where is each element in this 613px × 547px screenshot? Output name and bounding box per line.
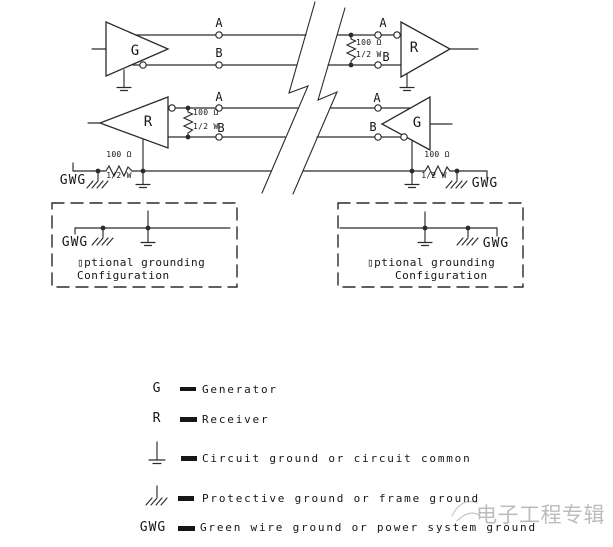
line-b-label: B xyxy=(369,120,377,134)
terminal-circles xyxy=(139,31,408,141)
line-a-label: A xyxy=(215,90,223,104)
resistor-wattage: 1/2 W xyxy=(421,171,447,180)
line-a-label: A xyxy=(373,91,381,105)
resistor-wattage: 1/2 W xyxy=(356,50,382,59)
resistor-value: 100 Ω xyxy=(424,150,450,159)
legend-label-receiver: Receiver xyxy=(202,413,270,426)
gwg-resistor-right xyxy=(424,164,451,178)
inverting-bubble xyxy=(393,31,401,39)
optional-grounding-caption-line2: Configuration xyxy=(77,269,170,282)
junction-dots xyxy=(95,32,471,231)
circuit-ground-icon xyxy=(148,441,166,465)
protective-ground-icon xyxy=(145,485,168,506)
line-b-label: B xyxy=(215,46,223,60)
gwg-label: GWG xyxy=(59,173,87,188)
receiver-symbol-top-right xyxy=(400,20,479,88)
inverting-bubble xyxy=(168,104,176,112)
cable-break-lines xyxy=(261,1,346,195)
gwg-label: GWG xyxy=(61,235,89,250)
optional-grounding-caption-line1: ▯ptional grounding xyxy=(367,256,496,269)
ground-rails xyxy=(72,162,488,180)
optional-grounding-box-right xyxy=(337,202,524,288)
resistor-wattage: 1/2 W xyxy=(193,122,219,131)
gwg-label: GWG xyxy=(482,236,510,251)
legend-symbol-generator: G xyxy=(152,381,162,396)
watermark-logo-icon xyxy=(451,500,480,522)
optional-grounding-caption-line2: Configuration xyxy=(395,269,488,282)
termination-resistor-right xyxy=(345,34,357,66)
optional-grounding-caption-line1: ▯ptional grounding xyxy=(77,256,206,269)
line-b-label: B xyxy=(217,121,225,135)
receiver-label: R xyxy=(409,40,419,56)
circuit-ground-icon xyxy=(116,86,420,189)
protective-ground-icon xyxy=(86,170,468,189)
resistor-value: 100 Ω xyxy=(356,38,382,47)
legend-symbol-receiver: R xyxy=(152,411,162,426)
line-a-label: A xyxy=(215,16,223,30)
termination-resistor-left xyxy=(182,107,194,138)
resistor-value: 100 Ω xyxy=(106,150,132,159)
inverting-bubble xyxy=(400,133,408,141)
gwg-label: GWG xyxy=(471,176,499,191)
watermark-text: 电子工程专辑 xyxy=(476,503,605,527)
generator-label: G xyxy=(130,43,140,59)
inverting-bubble xyxy=(139,61,147,69)
generator-label: G xyxy=(412,115,422,131)
legend-symbols xyxy=(145,387,197,531)
receiver-label: R xyxy=(143,114,153,130)
gwg-resistor-left xyxy=(105,164,133,178)
line-b-label: B xyxy=(382,50,390,64)
line-a-label: A xyxy=(379,16,387,30)
resistor-wattage: 1/2 W xyxy=(106,171,132,180)
legend-label-circuit-ground: Circuit ground or circuit common xyxy=(202,452,472,465)
resistor-value: 100 Ω xyxy=(193,108,219,117)
legend-symbol-gwg: GWG xyxy=(139,520,167,535)
legend-label-gwg: Green wire ground or power system ground xyxy=(200,521,537,534)
receiver-symbol-left xyxy=(87,96,169,185)
legend-label-protective-ground: Protective ground or frame ground xyxy=(202,492,480,505)
legend-label-generator: Generator xyxy=(202,383,278,396)
